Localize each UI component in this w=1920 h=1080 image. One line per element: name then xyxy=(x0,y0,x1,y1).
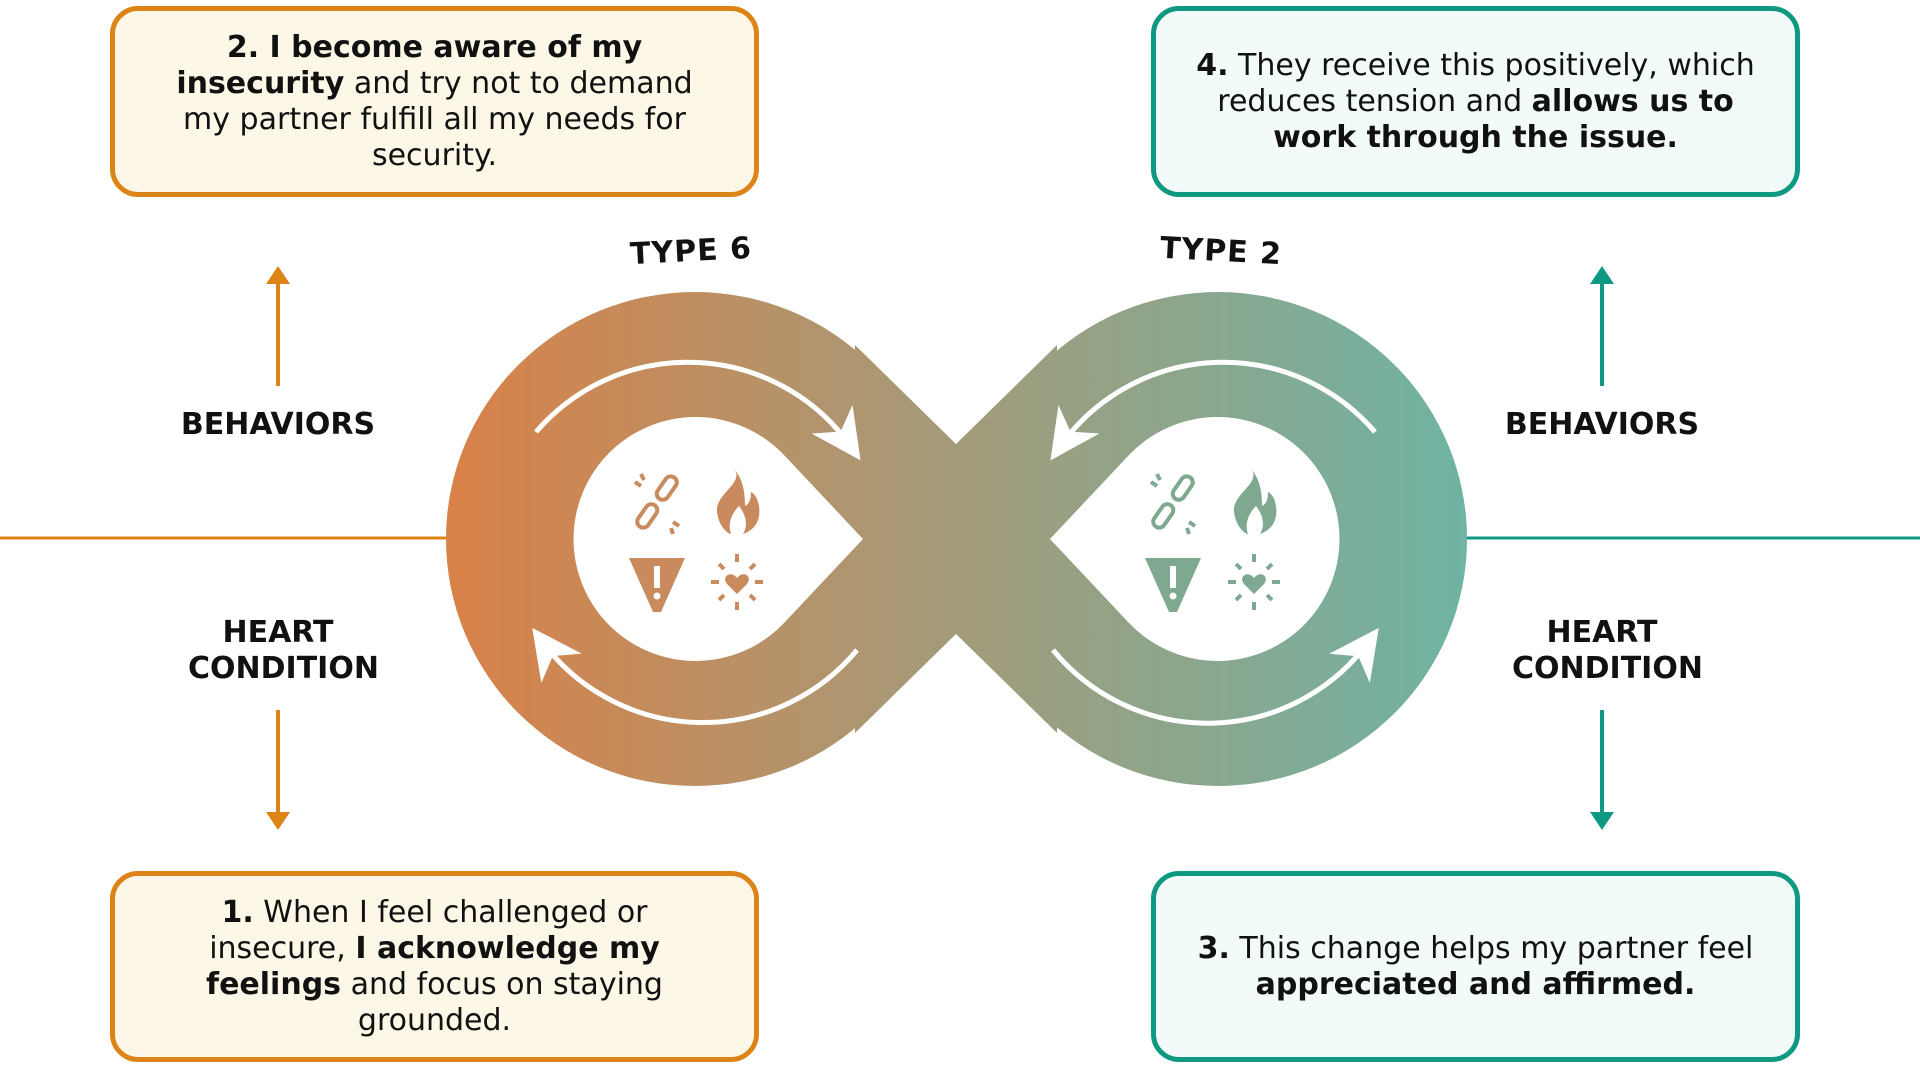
warning-icon xyxy=(1145,558,1201,612)
right-top-cycle-arrow xyxy=(1050,359,1377,461)
right-heart-condition-label: HEART CONDITION xyxy=(1512,615,1703,686)
bold-text-segment: allows us to work through the issue. xyxy=(1273,83,1734,155)
step-2-box: 2. I become aware of my insecurity and t… xyxy=(110,6,759,197)
right-up-arrow xyxy=(1590,266,1614,386)
step-1-text: 1. When I feel challenged or insecure, I… xyxy=(155,895,714,1039)
left-top-cycle-arrow xyxy=(534,359,861,461)
bold-text-segment: 1. xyxy=(221,894,254,930)
type-2-label: TYPE 2 xyxy=(1159,230,1283,273)
right-bottom-cycle-arrow xyxy=(1051,627,1379,726)
heart-burst-icon xyxy=(711,554,763,610)
step-1-box: 1. When I feel challenged or insecure, I… xyxy=(110,871,759,1062)
bold-text-segment: insecurity xyxy=(176,65,345,101)
text-segment: This change helps my partner feel xyxy=(1229,930,1754,966)
type-6-label: TYPE 6 xyxy=(629,230,753,273)
text-segment: and focus on staying grounded. xyxy=(341,966,663,1038)
step-4-text: 4. They receive this positively, which r… xyxy=(1196,48,1755,156)
warning-icon xyxy=(629,558,685,612)
text-segment: They receive this positively, which redu… xyxy=(1217,47,1755,119)
flame-icon xyxy=(1233,470,1277,534)
left-heart-condition-label: HEART CONDITION xyxy=(188,615,379,686)
right-behaviors-label: BEHAVIORS xyxy=(1504,407,1700,442)
broken-link-icon xyxy=(1149,473,1197,535)
right-loop-hole xyxy=(1050,417,1340,661)
text-segment: When I feel challenged or insecure, xyxy=(209,894,648,966)
left-bottom-cycle-arrow xyxy=(532,627,859,726)
right-down-arrow xyxy=(1590,710,1614,830)
flame-icon xyxy=(716,470,760,534)
step-3-text: 3. This change helps my partner feel app… xyxy=(1196,931,1755,1003)
left-up-arrow xyxy=(266,266,290,386)
step-3-box: 3. This change helps my partner feel app… xyxy=(1151,871,1800,1062)
bold-text-segment: 2. I become aware of my xyxy=(226,29,643,65)
bold-text-segment: 4. xyxy=(1196,47,1229,83)
left-loop-hole xyxy=(573,417,863,661)
left-behaviors-label: BEHAVIORS xyxy=(180,407,376,442)
bold-text-segment: 3. xyxy=(1197,930,1230,966)
bold-text-segment: I acknowledge my feelings xyxy=(206,930,660,1002)
cycle-arrows xyxy=(532,359,1379,726)
heart-burst-icon xyxy=(1228,554,1280,610)
step-4-box: 4. They receive this positively, which r… xyxy=(1151,6,1800,197)
broken-link-icon xyxy=(633,473,681,535)
step-2-text: 2. I become aware of my insecurity and t… xyxy=(155,30,714,174)
bold-text-segment: appreciated and affirmed. xyxy=(1255,966,1696,1002)
text-segment: and try not to demand my partner fulfill… xyxy=(183,65,693,173)
left-down-arrow xyxy=(266,710,290,830)
